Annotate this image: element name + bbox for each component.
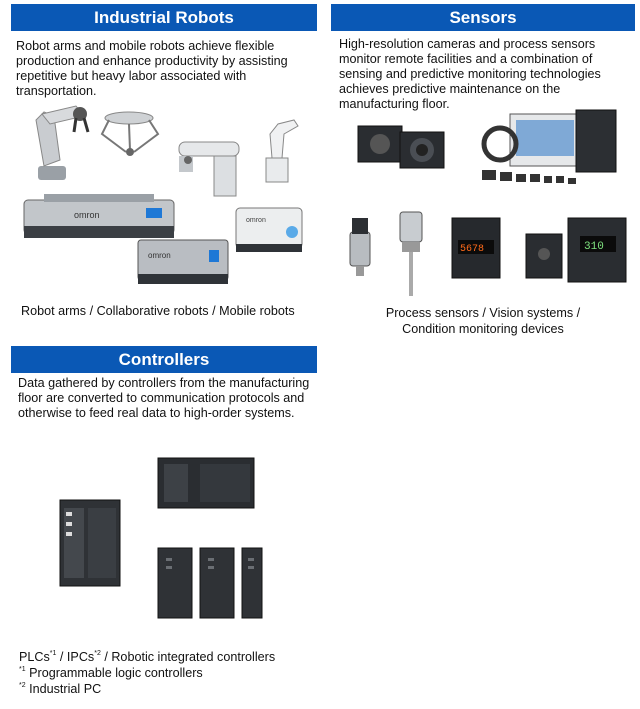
mobile-robot-medium-image: omron xyxy=(137,239,229,284)
industrial-robots-description: Robot arms and mobile robots achieve fle… xyxy=(16,39,288,98)
sensors-image: 5678 310 xyxy=(349,109,627,296)
delta-robot-image xyxy=(100,111,160,156)
plc-image xyxy=(59,499,121,587)
footnote-mark-2: *2 xyxy=(94,650,101,657)
svg-text:omron: omron xyxy=(148,251,171,260)
controllers-image xyxy=(59,457,263,619)
caption-ipcs: / IPCs xyxy=(56,650,95,664)
controllers-caption: PLCs*1 / IPCs*2 / Robotic integrated con… xyxy=(19,646,339,665)
omron-logo: omron xyxy=(74,210,100,220)
articulated-robot-image xyxy=(265,119,299,183)
industrial-robots-header: Industrial Robots xyxy=(11,4,317,31)
display-readout-2: 310 xyxy=(584,241,604,253)
vision-system-image xyxy=(481,109,617,184)
sensors-description: High-resolution cameras and process sens… xyxy=(339,37,601,111)
machine-controller-image xyxy=(157,457,255,509)
process-sensor-image xyxy=(349,211,423,296)
footnote-1-mark: *1 xyxy=(19,666,26,673)
svg-text:omron: omron xyxy=(246,217,266,224)
industrial-pc-image xyxy=(157,547,263,619)
industrial-robots-caption: Robot arms / Collaborative robots / Mobi… xyxy=(21,304,295,318)
mobile-robot-small-image: omron xyxy=(235,207,303,252)
mobile-robot-large-image: omron xyxy=(23,194,175,238)
sensors-caption-line-2: Condition monitoring devices xyxy=(402,322,564,336)
footnote-1-text: Programmable logic controllers xyxy=(25,666,203,680)
footnote-2-mark: *2 xyxy=(19,682,26,689)
footnote-2: *2 Industrial PC xyxy=(19,678,339,697)
sensors-caption-line-1: Process sensors / Vision systems / xyxy=(385,306,581,320)
collaborative-robot-arm-image xyxy=(35,105,90,180)
condition-monitoring-device-image: 5678 310 xyxy=(451,217,627,283)
caption-plcs: PLCs xyxy=(19,650,50,664)
caption-robotic-controllers: / Robotic integrated controllers xyxy=(100,650,276,664)
industrial-camera-image xyxy=(357,125,445,169)
footnote-mark-1: *1 xyxy=(49,650,57,657)
sensors-header: Sensors xyxy=(331,4,635,31)
footnote-2-text: Industrial PC xyxy=(25,682,102,696)
footnote-1: *1 Programmable logic controllers xyxy=(19,662,339,681)
sensors-caption: Process sensors / Vision systems / Condi… xyxy=(331,305,635,337)
display-readout-1: 5678 xyxy=(460,244,484,255)
controllers-description: Data gathered by controllers from the ma… xyxy=(18,376,310,420)
robots-image: omron omron omron xyxy=(23,105,303,284)
controllers-header: Controllers xyxy=(11,346,317,373)
scara-robot-image xyxy=(178,141,240,197)
